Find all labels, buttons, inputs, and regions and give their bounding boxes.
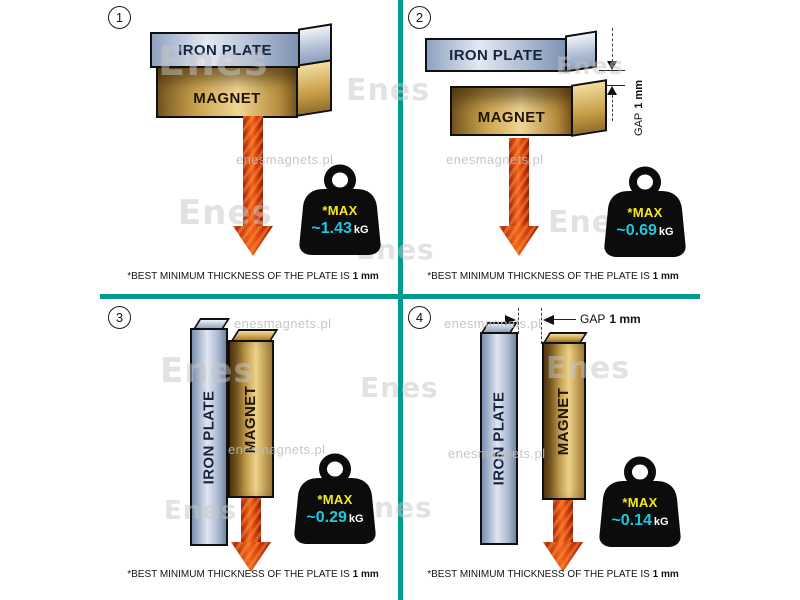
gap-tick-left xyxy=(518,308,519,334)
value-number: ~0.69 xyxy=(616,222,657,239)
caption-text: *BEST MINIMUM THICKNESS OF THE PLATE IS xyxy=(127,569,350,580)
value-unit: kG xyxy=(653,516,669,528)
magnet-label: MAGNET xyxy=(477,108,546,126)
gap-value: 1 mm xyxy=(609,312,641,326)
caption-text: *BEST MINIMUM THICKNESS OF THE PLATE IS xyxy=(427,569,650,580)
divider-vertical xyxy=(398,0,403,600)
gap-extension-line-top xyxy=(599,70,625,71)
iron-plate-label: IRON PLATE xyxy=(490,391,508,486)
magnet-horizontal: MAGNET xyxy=(450,86,573,136)
gap-arrow-up xyxy=(607,86,617,95)
value-unit: kG xyxy=(353,224,369,236)
iron-plate-vertical: IRON PLATE xyxy=(190,328,228,546)
value-unit: kG xyxy=(348,513,364,525)
arrow-shaft xyxy=(243,116,263,226)
magnet-vertical: MAGNET xyxy=(542,342,586,500)
value-unit: kG xyxy=(658,226,674,238)
iron-plate-vertical: IRON PLATE xyxy=(480,332,518,545)
max-label: *MAX xyxy=(317,492,353,507)
iron-plate-label: IRON PLATE xyxy=(449,46,543,64)
pull-force-arrow xyxy=(233,116,273,256)
arrow-head xyxy=(543,542,583,572)
kettlebell-shape xyxy=(604,166,686,257)
iron-plate-horizontal: IRON PLATE xyxy=(425,38,567,72)
kettlebell-shape xyxy=(294,453,376,544)
value-number: ~0.29 xyxy=(306,509,347,526)
magnet-vertical: MAGNET xyxy=(228,340,274,498)
caption-bold: 1 mm xyxy=(352,569,379,580)
max-label: *MAX xyxy=(627,205,663,220)
divider-horizontal xyxy=(100,294,700,299)
max-label: *MAX xyxy=(322,203,358,218)
caption-bold: 1 mm xyxy=(652,569,679,580)
caption-text: *BEST MINIMUM THICKNESS OF THE PLATE IS xyxy=(427,271,650,282)
iron-plate-horizontal: IRON PLATE xyxy=(150,32,300,68)
panel-2-number: 2 xyxy=(408,6,431,29)
magnet-label: MAGNET xyxy=(555,387,573,455)
arrow-head xyxy=(233,226,273,256)
caption-panel-4: *BEST MINIMUM THICKNESS OF THE PLATE IS … xyxy=(421,569,685,580)
max-label: *MAX xyxy=(622,495,658,510)
arrow-shaft xyxy=(509,138,529,226)
pull-force-arrow xyxy=(499,138,539,256)
gap-value: 1 mm xyxy=(633,80,646,109)
enes-logo-watermark: Enes xyxy=(346,73,431,108)
value-number: ~1.43 xyxy=(311,220,352,237)
caption-bold: 1 mm xyxy=(352,271,379,282)
panel-3-number: 3 xyxy=(108,306,131,329)
caption-panel-1: *BEST MINIMUM THICKNESS OF THE PLATE IS … xyxy=(121,271,385,282)
arrow-head xyxy=(499,226,539,256)
gap-dimension-line-lower xyxy=(612,95,613,121)
magnet-side-face xyxy=(296,59,332,117)
iron-plate-side-face xyxy=(565,30,597,73)
caption-panel-2: *BEST MINIMUM THICKNESS OF THE PLATE IS … xyxy=(421,271,685,282)
iron-plate-label: IRON PLATE xyxy=(178,41,272,59)
pull-force-arrow xyxy=(543,500,583,572)
iron-plate-label: IRON PLATE xyxy=(200,390,218,484)
magnet-horizontal: MAGNET xyxy=(156,66,298,118)
gap-word: GAP xyxy=(580,312,606,326)
gap-label-vertical: GAP 1 mm xyxy=(630,64,648,152)
pull-force-arrow xyxy=(231,498,271,572)
caption-text: *BEST MINIMUM THICKNESS OF THE PLATE IS xyxy=(127,271,350,282)
gap-arrow-right xyxy=(505,315,516,325)
arrow-head xyxy=(231,542,271,572)
panel-4-number: 4 xyxy=(408,306,431,329)
arrow-shaft xyxy=(553,500,573,542)
gap-dimension-line-upper xyxy=(612,28,613,62)
gap-leader-line xyxy=(554,319,576,320)
value-number: ~0.14 xyxy=(611,512,652,529)
arrow-shaft xyxy=(241,498,261,542)
gap-word: GAP xyxy=(633,112,646,136)
magnet-label: MAGNET xyxy=(193,89,261,107)
gap-tick-right xyxy=(541,308,542,344)
gap-arrow-left xyxy=(543,315,554,325)
gap-arrow-down xyxy=(607,61,617,70)
magnet-label: MAGNET xyxy=(242,385,260,453)
panel-1-number: 1 xyxy=(108,6,131,29)
kettlebell-shape xyxy=(599,456,681,547)
caption-bold: 1 mm xyxy=(652,271,679,282)
caption-panel-3: *BEST MINIMUM THICKNESS OF THE PLATE IS … xyxy=(121,569,385,580)
kettlebell-shape xyxy=(299,164,381,255)
magnet-side-face xyxy=(571,79,607,137)
gap-extension-line-bottom xyxy=(607,85,625,86)
